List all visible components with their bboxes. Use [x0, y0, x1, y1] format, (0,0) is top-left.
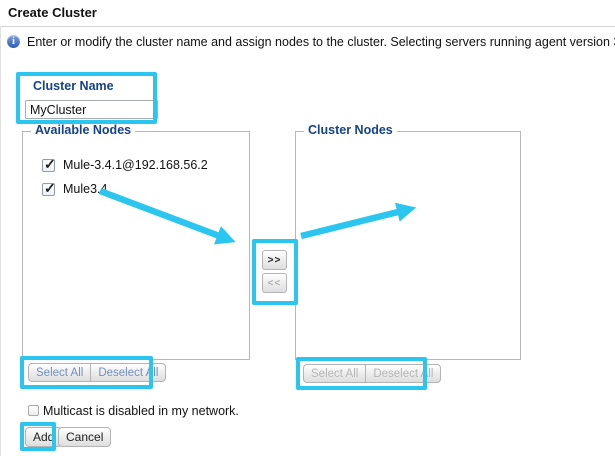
multicast-checkbox[interactable] [28, 405, 39, 416]
info-message: Enter or modify the cluster name and ass… [27, 35, 615, 49]
info-icon: i [7, 35, 20, 48]
page-title: Create Cluster [8, 5, 97, 20]
title-divider [0, 26, 615, 27]
multicast-row: Multicast is disabled in my network. [28, 403, 239, 418]
cancel-button[interactable]: Cancel [58, 427, 112, 447]
move-right-button[interactable]: >> [262, 250, 287, 270]
available-nodes-legend: Available Nodes [31, 123, 136, 137]
cluster-name-input[interactable] [25, 100, 158, 119]
available-select-all-button[interactable]: Select All [28, 363, 92, 382]
cluster-nodes-legend: Cluster Nodes [304, 123, 397, 137]
cluster-nodes-panel: Cluster Nodes [295, 123, 521, 360]
panel-left-border [0, 26, 1, 456]
node-label: Mule-3.4.1@192.168.56.2 [63, 158, 208, 172]
node-checkbox[interactable] [42, 156, 56, 173]
move-left-button[interactable]: << [262, 273, 287, 293]
annotation-highlight-transfer-buttons [252, 239, 298, 305]
node-row: Mule-3.4.1@192.168.56.2 [42, 156, 208, 173]
available-deselect-all-button[interactable]: Deselect All [90, 363, 167, 382]
cluster-select-all-button[interactable]: Select All [303, 364, 367, 383]
available-select-buttons: Select All Deselect All [28, 363, 167, 382]
cluster-name-label: Cluster Name [33, 79, 114, 93]
node-label: Mule3.4 [63, 182, 108, 196]
node-checkbox[interactable] [42, 180, 56, 197]
cluster-deselect-all-button[interactable]: Deselect All [365, 364, 442, 383]
node-row: Mule3.4 [42, 180, 108, 197]
available-nodes-panel: Available Nodes Mule-3.4.1@192.168.56.2 … [22, 123, 250, 360]
add-button[interactable]: Add [25, 427, 63, 447]
cluster-select-buttons: Select All Deselect All [303, 364, 442, 383]
multicast-label: Multicast is disabled in my network. [43, 403, 239, 418]
